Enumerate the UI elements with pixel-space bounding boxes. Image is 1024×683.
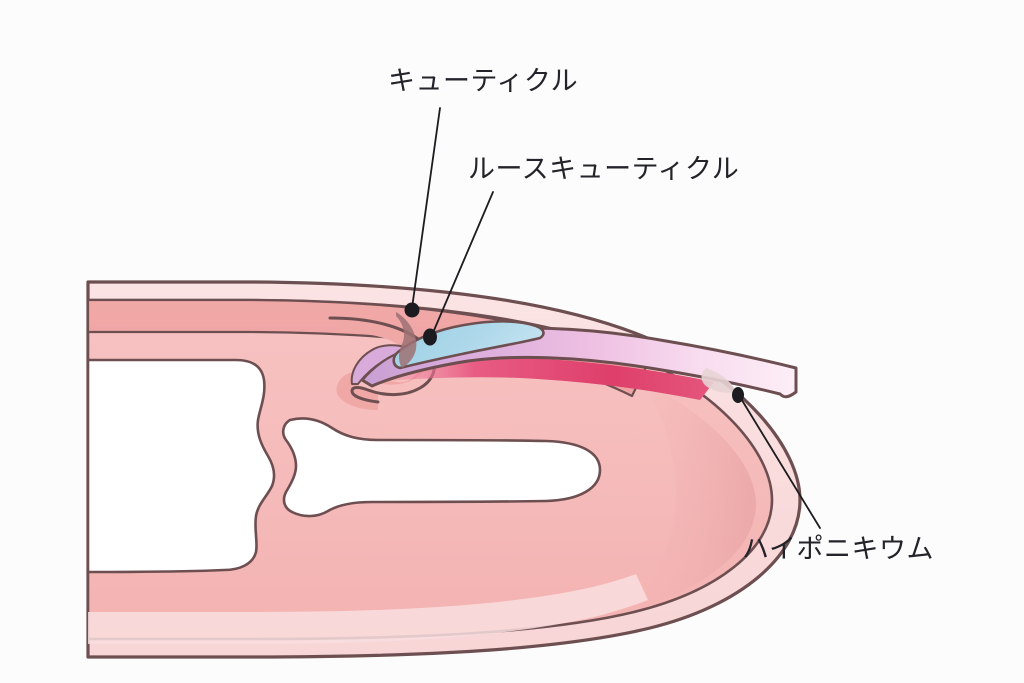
dot-hyponychium [732, 387, 744, 403]
label-loose-cuticle: ルースキューティクル [468, 154, 739, 184]
phalanx-distal-bone [281, 417, 602, 518]
label-cuticle: キューティクル [388, 66, 578, 96]
nail-root [350, 344, 411, 385]
nail-bed-matrix [372, 356, 714, 400]
leader-lines [411, 107, 821, 529]
label-hyponychium: ハイポニキウム [742, 534, 934, 564]
dot-cuticle [404, 302, 420, 318]
cuticle-ridge [396, 312, 417, 368]
leader-line-hyponychium [739, 396, 821, 529]
loose-cuticle-flap [392, 320, 545, 370]
leader-line-loose-cuticle [431, 191, 494, 336]
dot-loose-cuticle [423, 328, 437, 346]
leader-dots [404, 302, 744, 403]
hyponychium-region [701, 368, 736, 393]
leader-line-cuticle [411, 107, 441, 309]
phalanx-proximal-bone [86, 358, 276, 574]
dermis-band-ventral [88, 574, 648, 644]
fingertip-pulp-shading [636, 380, 756, 608]
